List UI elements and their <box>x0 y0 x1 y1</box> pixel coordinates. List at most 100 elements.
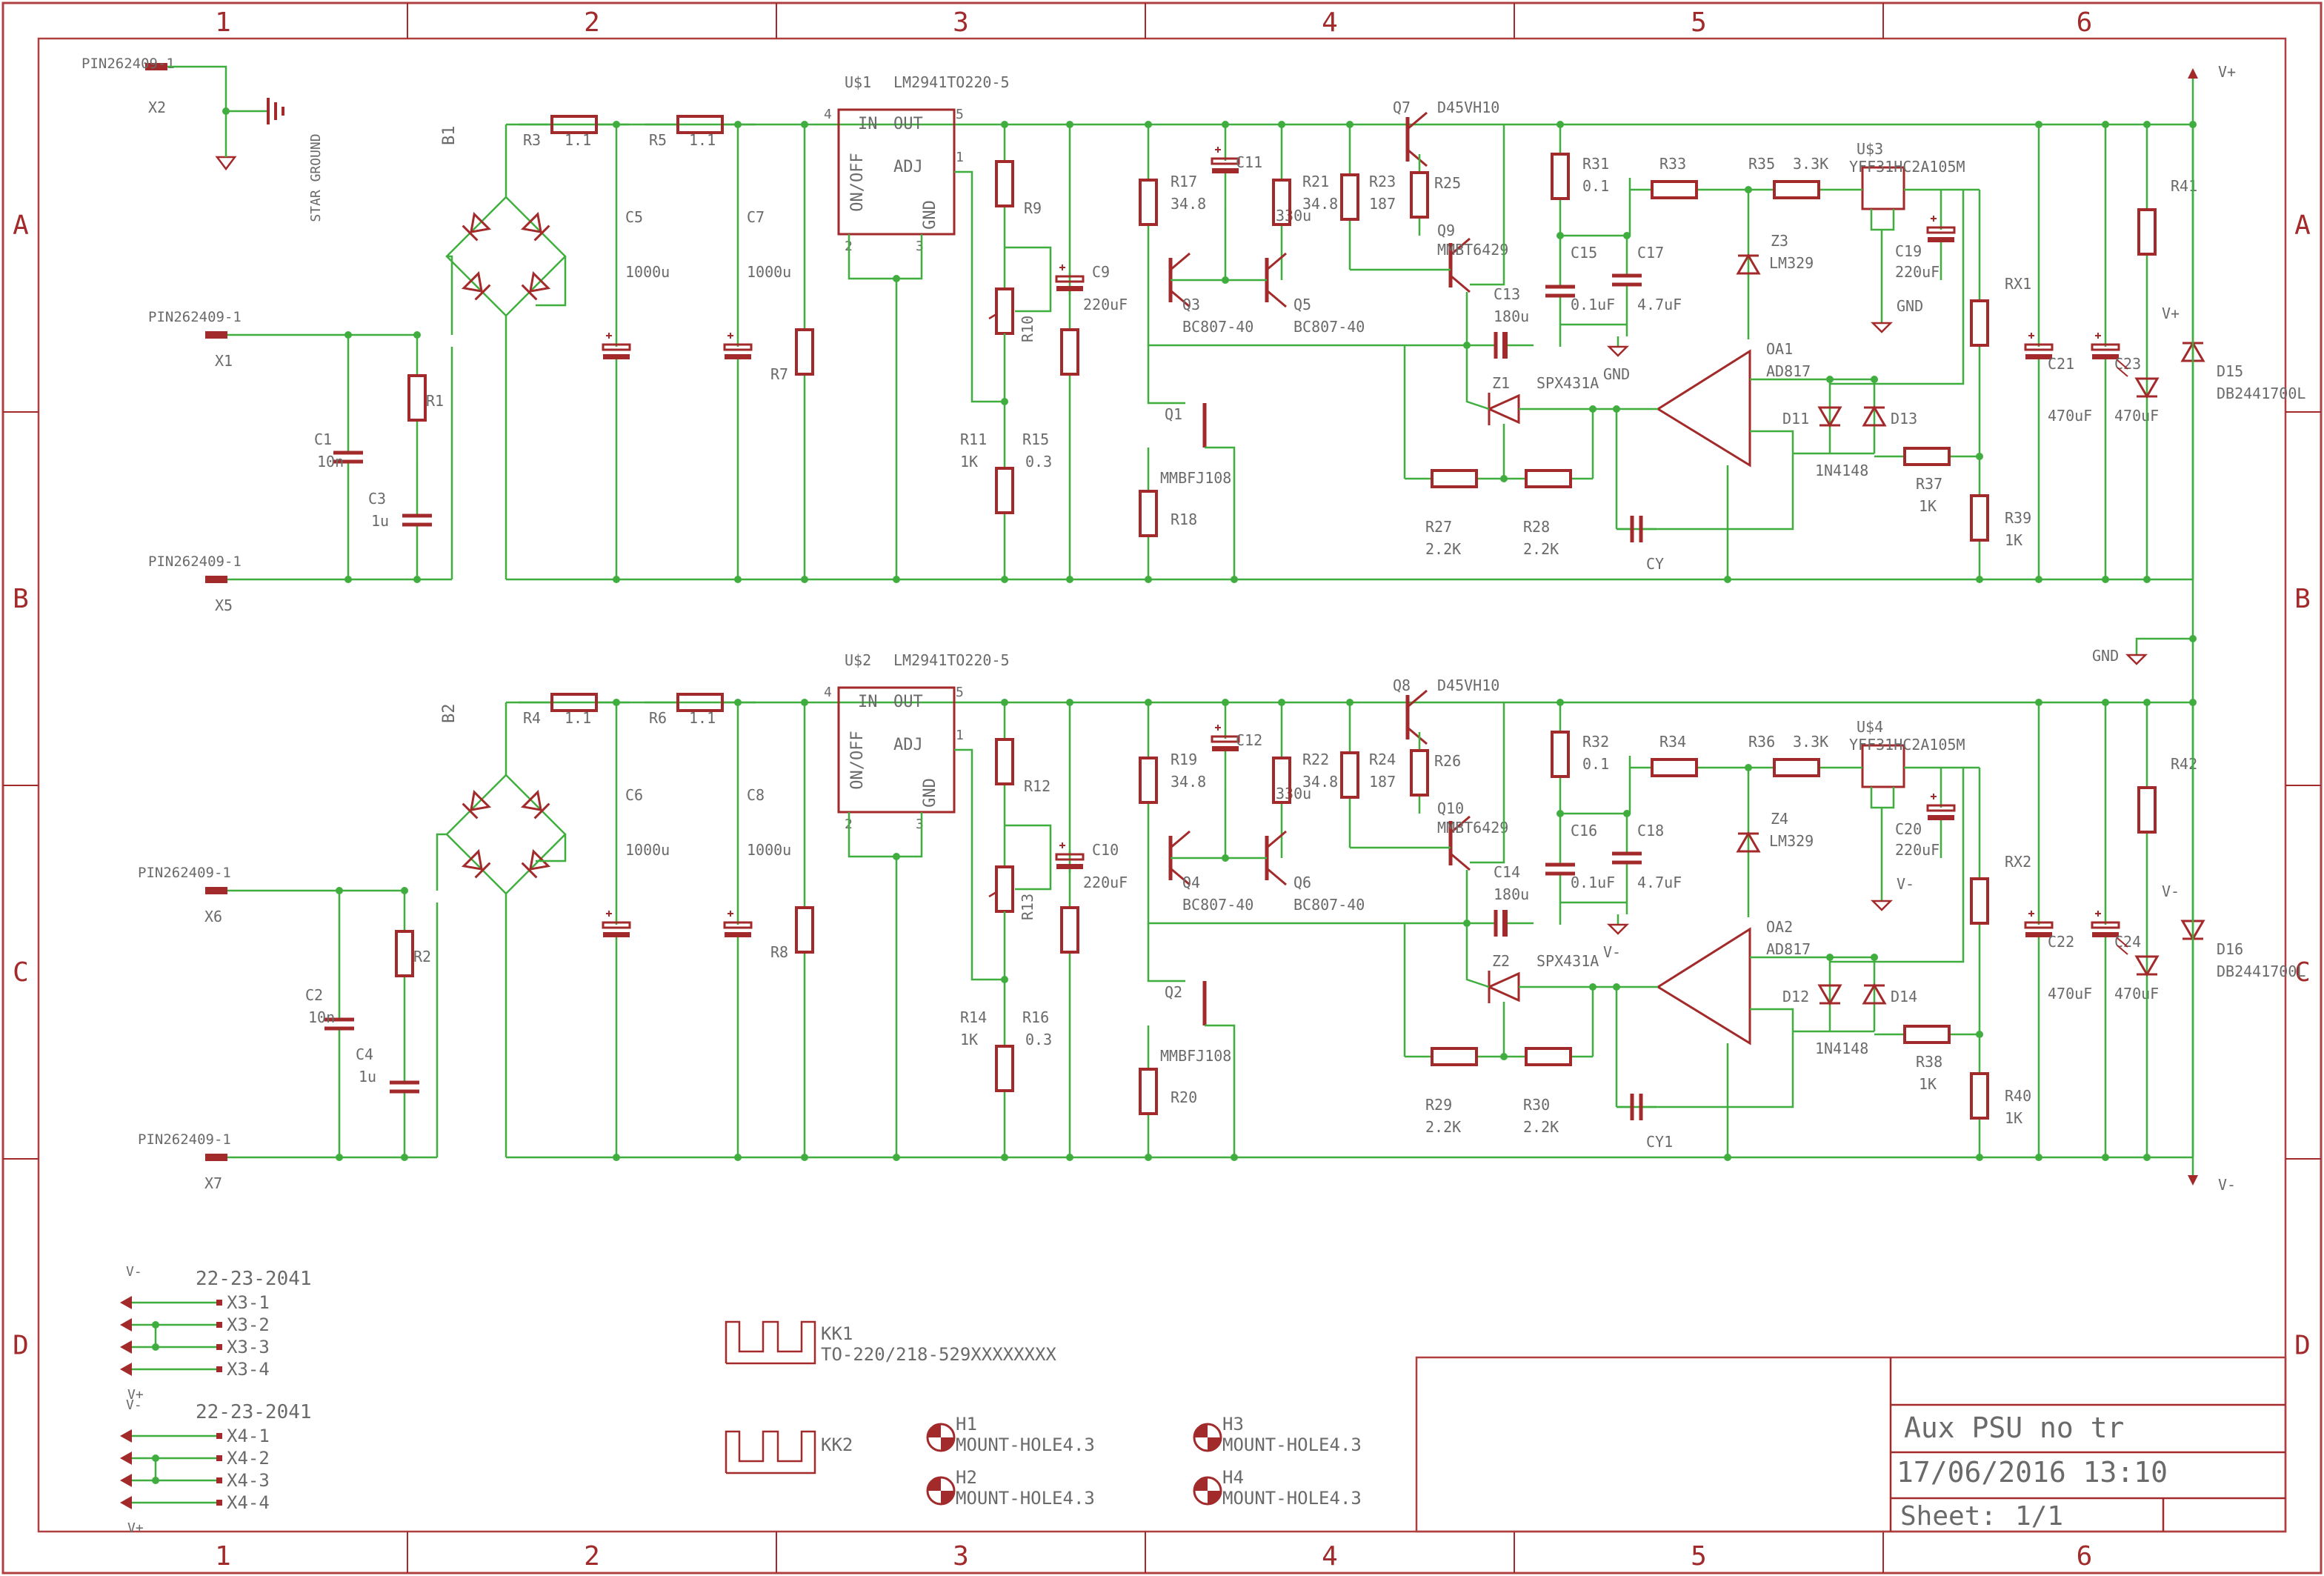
junction-dot <box>1724 1154 1731 1161</box>
mirror-resistor-a <box>1139 702 1158 858</box>
value-label: LM329 <box>1769 254 1814 272</box>
value-label: 0.3 <box>1025 1031 1052 1048</box>
value-label: MMBT6429 <box>1437 241 1508 259</box>
pin-name: GND <box>921 200 939 230</box>
row-letter: C <box>13 957 29 988</box>
wire <box>1147 345 1185 405</box>
junction-dot <box>1623 232 1631 239</box>
connector-name: X6 <box>204 908 222 925</box>
resistor-body <box>1970 1072 1989 1120</box>
ref-label: Q4 <box>1182 874 1200 891</box>
value-label: 1K <box>2005 531 2022 549</box>
pin-number: 1 <box>956 150 964 165</box>
wire <box>848 234 923 280</box>
junction-dot <box>2035 121 2042 128</box>
junction-dot <box>1278 699 1285 706</box>
cap-plate <box>2091 343 2120 351</box>
rail-label: V+ <box>2218 63 2236 81</box>
column-number: 5 <box>1691 7 1707 38</box>
ref-label: R2 <box>413 948 431 965</box>
part-stroke <box>521 284 538 301</box>
value-label: 330u <box>1276 785 1311 802</box>
ground-icon <box>215 156 237 171</box>
junction-dot <box>152 1343 159 1351</box>
divider-resistor-x <box>1970 768 1989 1034</box>
junction-dot <box>152 1454 159 1462</box>
resistor-body <box>1903 447 1951 466</box>
wire <box>1205 1024 1236 1157</box>
cap-plate <box>723 921 753 929</box>
junction-dot <box>344 331 352 339</box>
part-stroke <box>474 284 491 301</box>
junction-dot <box>893 1154 900 1161</box>
ref-label: Q10 <box>1437 799 1464 817</box>
value-label: 10n <box>317 453 344 471</box>
pin-name: ADJ <box>893 158 923 176</box>
resistor-body <box>550 115 598 134</box>
led-label: V- <box>2162 882 2180 900</box>
drive-resistor <box>1340 124 1359 270</box>
ref-label: D15 <box>2217 362 2243 380</box>
junction-dot <box>1278 121 1285 128</box>
cap-plate <box>1212 168 1239 173</box>
junction-dot <box>613 576 620 583</box>
resistor-body <box>1970 494 1989 542</box>
emitter <box>1266 289 1287 308</box>
cap-plate <box>1055 275 1085 283</box>
ref-label: Z4 <box>1771 810 1788 828</box>
ref-label: R9 <box>1024 199 1042 217</box>
adjust-resistor-bottom <box>995 402 1014 579</box>
value-label: 1N4148 <box>1815 1040 1868 1057</box>
resistor-body <box>407 374 427 422</box>
resistor-body <box>1525 1047 1572 1066</box>
drive-resistor <box>1340 702 1359 848</box>
value-label: 1.1 <box>565 709 591 727</box>
pin-arrow-icon <box>120 1318 132 1331</box>
value-label: 1.1 <box>689 131 716 149</box>
bridge-outline <box>445 774 567 895</box>
ref-label: R38 <box>1916 1053 1942 1071</box>
ref-label: U$2 <box>845 651 871 669</box>
value-label: 1.1 <box>565 131 591 149</box>
junction-dot <box>1500 475 1508 482</box>
connector-pin-return <box>205 1154 227 1161</box>
ref-label: R29 <box>1425 1096 1452 1114</box>
output-capacitor-b <box>2091 124 2120 579</box>
wire <box>1830 766 1965 963</box>
part-stroke <box>2117 945 2128 955</box>
junction-dot <box>1145 699 1152 706</box>
sense-resistor-35 <box>1748 758 1845 777</box>
row-letter: D <box>2294 1331 2311 1361</box>
ref-label: R5 <box>649 131 667 149</box>
junction-dot <box>1613 405 1620 413</box>
resistor-body <box>1139 757 1158 804</box>
cap-plate <box>602 343 631 351</box>
ref-label: R11 <box>960 430 987 448</box>
ref-label: R32 <box>1582 733 1609 751</box>
resistor-body <box>2137 208 2157 256</box>
ref-label: R20 <box>1171 1088 1197 1106</box>
resistor-body <box>1773 180 1820 199</box>
junction-dot <box>1613 983 1620 991</box>
wire <box>848 812 923 858</box>
ground-label: V- <box>1603 943 1621 961</box>
ref-label: CY1 <box>1646 1133 1673 1151</box>
sheet-label: Sheet: <box>1900 1501 1997 1532</box>
ground-label: GND <box>1897 297 1923 315</box>
ref-label: KK1 <box>821 1323 853 1344</box>
resistor-body <box>676 115 724 134</box>
hole-quadrant <box>941 1491 954 1504</box>
value-label: TO-220/218-529XXXXXXXX <box>821 1344 1056 1365</box>
jfet-source-resistor <box>1139 1025 1158 1157</box>
column-number: 6 <box>2077 1541 2093 1572</box>
cap-plate <box>1502 910 1508 937</box>
ref-label: R4 <box>523 709 541 727</box>
wire <box>1147 923 1185 982</box>
junction-dot <box>1346 121 1354 128</box>
bridge-outline <box>445 196 567 317</box>
bridge-diode <box>521 270 551 301</box>
ref-label: C20 <box>1895 820 1922 838</box>
bridge-rectifier <box>445 196 567 317</box>
resistor-body <box>795 328 814 376</box>
wire <box>1005 246 1052 313</box>
